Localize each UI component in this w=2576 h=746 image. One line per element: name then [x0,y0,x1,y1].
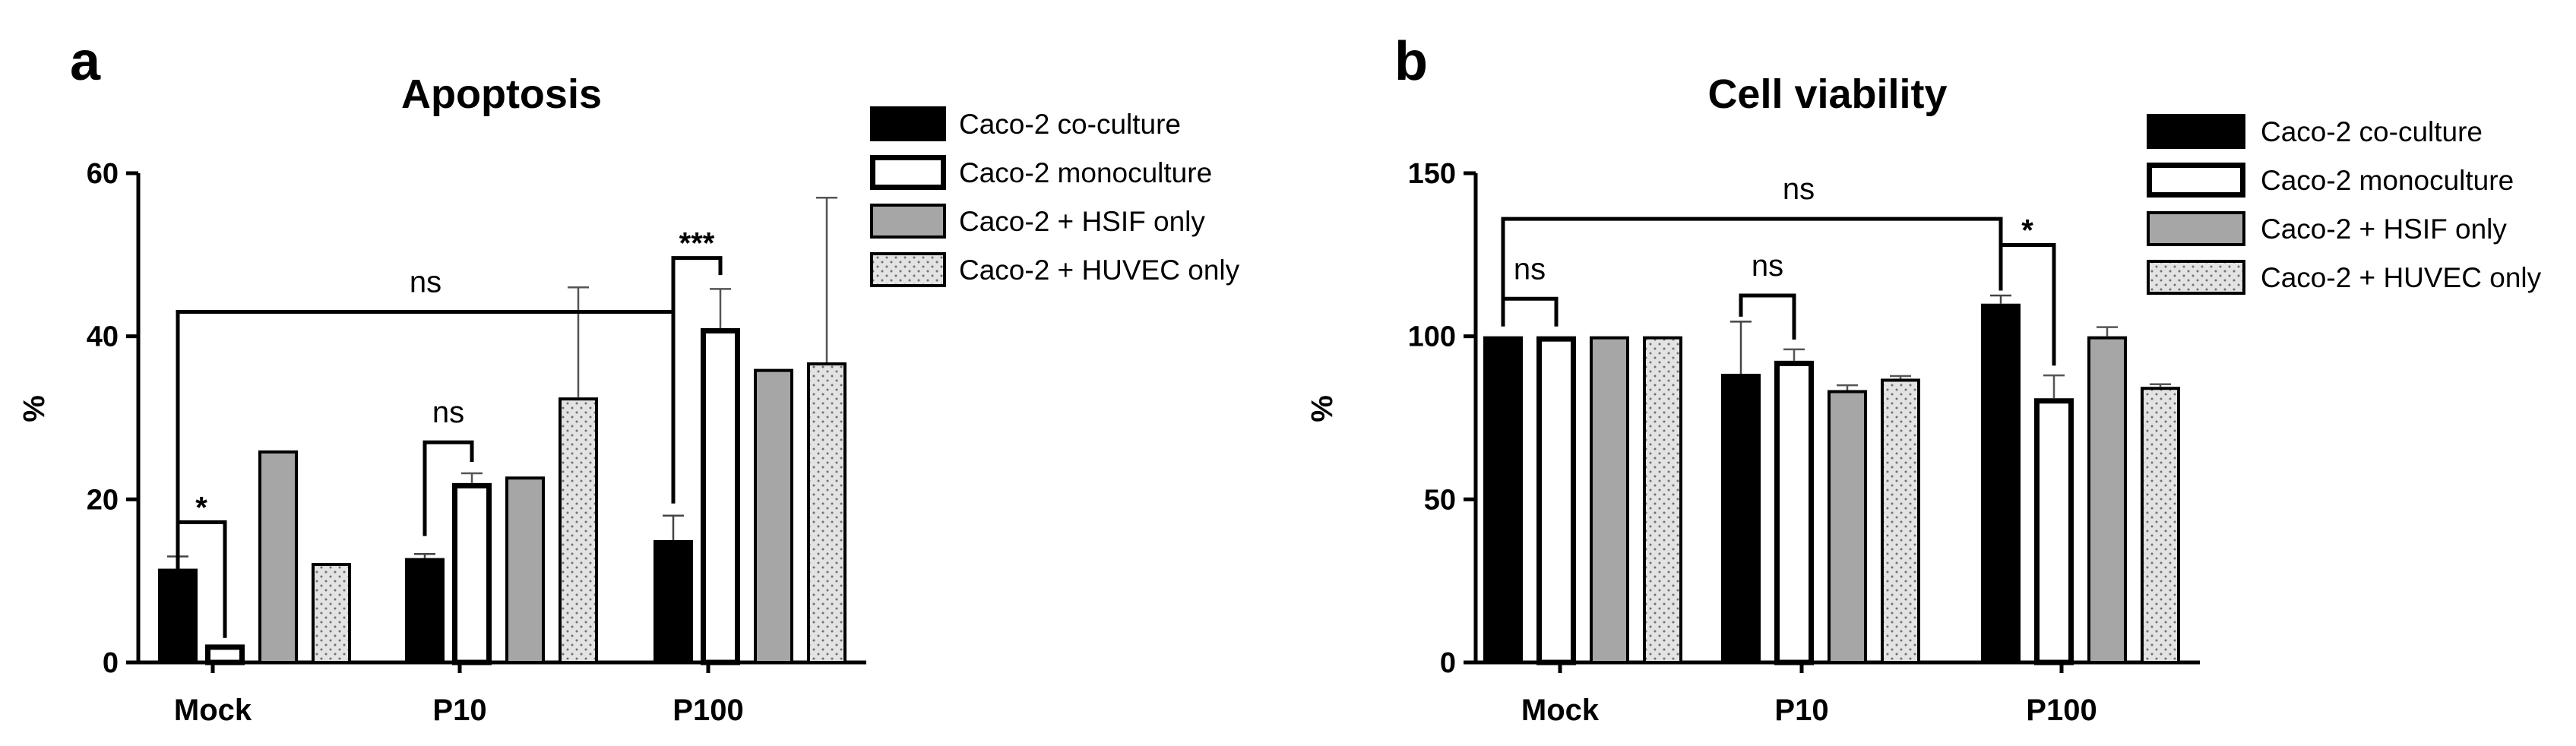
bar [2034,398,2074,665]
legend-label: Caco-2 co-culture [959,109,1181,140]
significance-bracket [1501,296,1559,327]
significance-label: * [195,491,207,524]
bar [1881,378,1920,664]
significance-label: ns [1752,249,1783,283]
y-tick-label: 0 [103,647,119,679]
legend-label: Caco-2 monoculture [959,157,1212,188]
chart-title: Apoptosis [401,71,602,117]
bar [559,397,598,665]
bar [2087,336,2127,664]
legend-swatch [2147,211,2245,246]
bar [653,540,693,664]
significance-label: * [2021,213,2033,247]
x-tick-label: Mock [174,694,252,727]
significance-label: ns [432,396,464,429]
bar [1483,336,1523,664]
bar [807,362,847,664]
panel-label: a [70,31,101,92]
legend-swatch [2147,114,2245,149]
x-tick-label: P10 [1774,694,1828,727]
bar [505,476,545,665]
legend-swatch [870,252,946,287]
bar [2141,387,2180,664]
significance-bracket [176,309,676,546]
significance-label: ns [1783,172,1815,206]
significance-label: ns [1514,252,1546,286]
legend-swatch [870,106,946,141]
legend-swatch [870,155,946,190]
y-tick-label: 100 [1408,321,1456,353]
legend-swatch [870,204,946,239]
y-axis-label: % [17,395,51,422]
x-tick-label: Mock [1521,694,1600,727]
y-axis-label: % [1305,395,1339,422]
legend-label: Caco-2 + HSIF only [959,206,1205,237]
x-tick-label: P10 [432,694,486,727]
legend-label: Caco-2 + HUVEC only [959,254,1240,286]
y-tick-label: 150 [1408,158,1456,190]
legend-swatch [2147,260,2245,295]
bar [1774,360,1814,665]
bar [754,368,793,664]
y-tick-label: 40 [87,321,119,353]
bar [258,450,298,665]
bar [205,644,245,665]
significance-label: *** [679,227,715,261]
significance-bracket [176,520,227,638]
x-tick-label: P100 [672,694,743,727]
legend-label: Caco-2 monoculture [2261,165,2514,196]
bar [1721,374,1761,664]
y-tick-label: 50 [1424,484,1456,516]
significance-bracket [422,440,474,536]
chart-title: Cell viability [1707,71,1947,117]
bar [405,558,445,665]
legend-label: Caco-2 + HSIF only [2261,213,2507,245]
legend-label: Caco-2 + HUVEC only [2261,262,2542,293]
significance-label: ns [410,265,441,299]
panel-label: b [1394,31,1428,92]
bar [701,327,740,665]
legend-label: Caco-2 co-culture [2261,116,2483,147]
bar [1981,303,2021,664]
bar [1590,336,1629,664]
bar [1828,390,1867,664]
y-tick-label: 60 [87,158,119,190]
y-tick-label: 20 [87,484,119,516]
bar [312,563,351,665]
significance-bracket [1739,293,1796,340]
bar [1536,336,1576,665]
x-tick-label: P100 [2026,694,2097,727]
bar [452,482,492,665]
y-tick-label: 0 [1440,647,1456,679]
legend-swatch [2147,163,2245,198]
bar [1643,336,1682,664]
significance-bracket [1501,217,2003,314]
